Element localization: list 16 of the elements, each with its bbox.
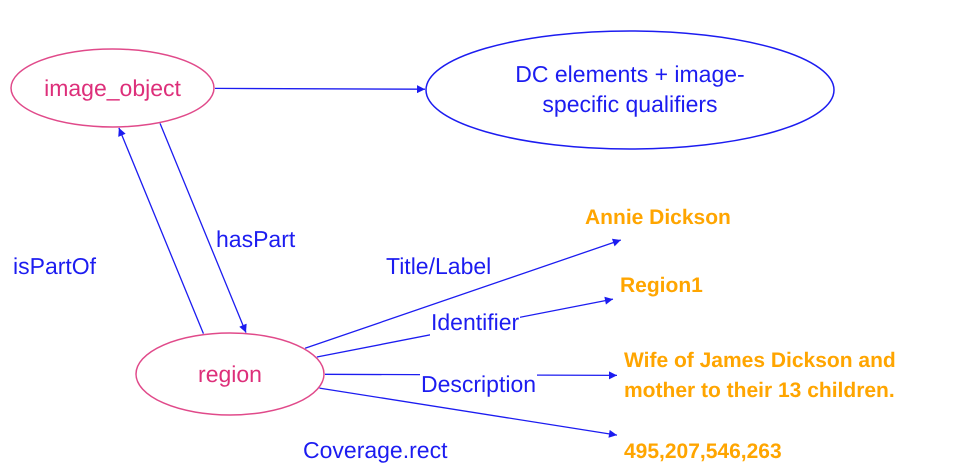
entity-ellipse xyxy=(135,332,325,416)
value-text: 495,207,546,263 xyxy=(624,438,782,465)
arrow xyxy=(215,85,426,94)
entity-ellipse xyxy=(10,48,215,128)
node-label: DC elements + image-specific qualifiers xyxy=(514,60,746,119)
value-text: Wife of James Dickson and mother to their 13 children. xyxy=(624,348,897,404)
node-label: image_object xyxy=(44,74,181,102)
arrow xyxy=(319,387,618,438)
arrow xyxy=(304,238,622,349)
node-label: region xyxy=(198,360,262,388)
value-text: Region1 xyxy=(620,272,703,299)
entity-ellipse xyxy=(425,30,835,150)
arrow xyxy=(159,123,247,333)
value-text: Annie Dickson xyxy=(585,204,731,231)
arrow xyxy=(118,128,204,334)
edge-label: Description xyxy=(420,371,538,398)
